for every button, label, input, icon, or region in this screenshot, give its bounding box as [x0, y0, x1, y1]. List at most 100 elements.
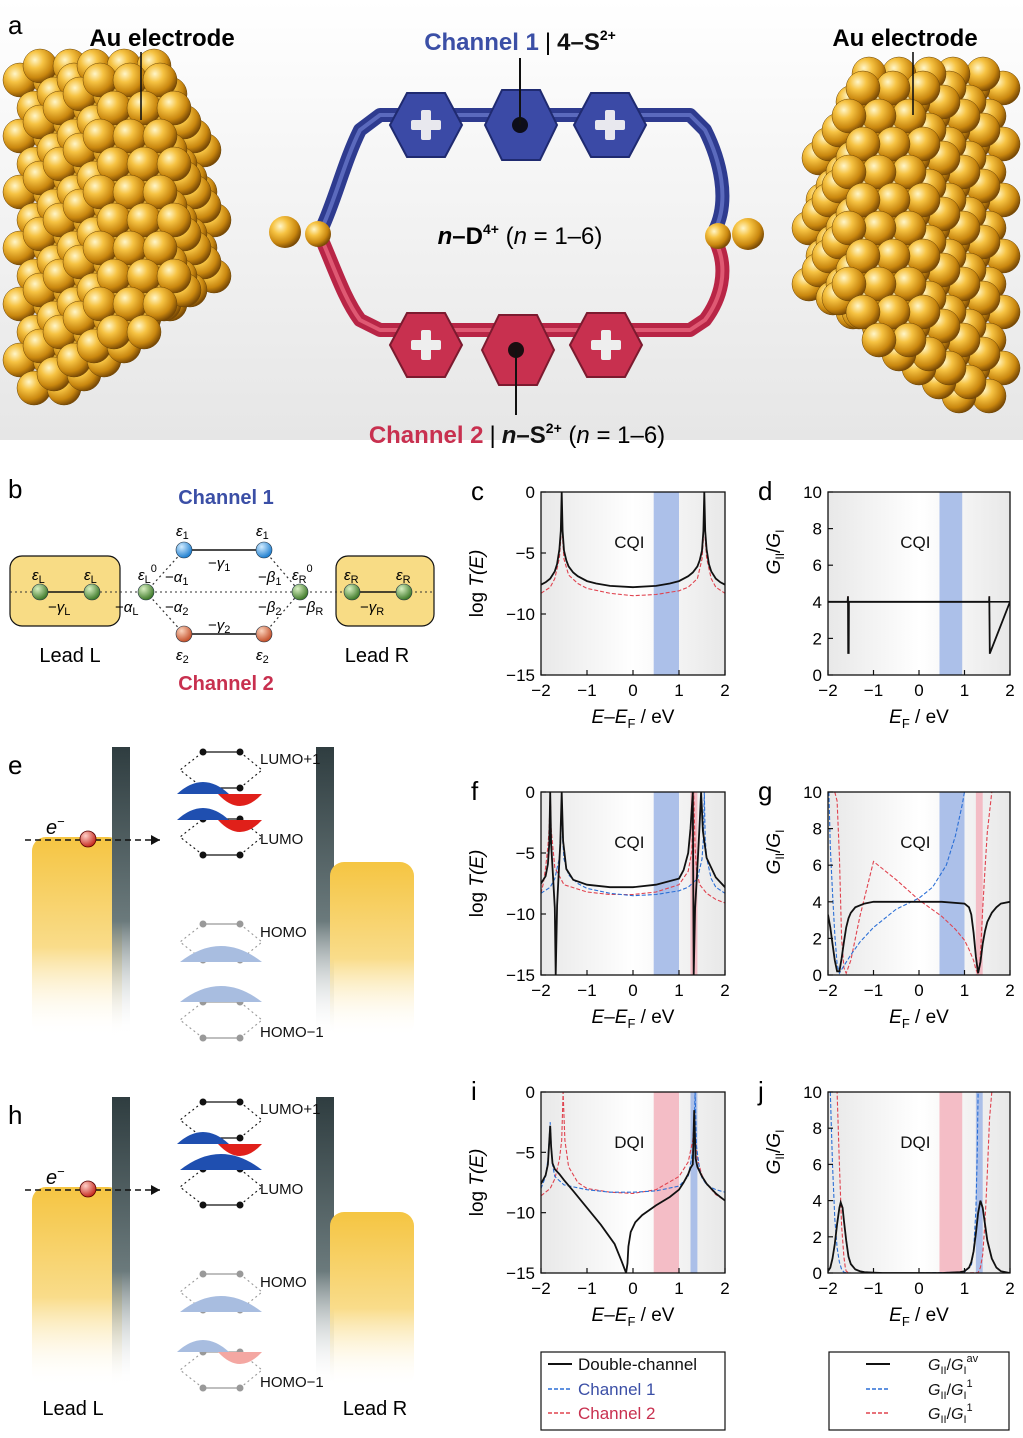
lead-r-label: Lead R	[345, 645, 410, 667]
legend-transmission: Double-channel Channel 1 Channel 2	[540, 1351, 726, 1431]
orbital-atom	[236, 1270, 244, 1278]
gold-atom	[861, 322, 897, 358]
x-tick-label: −2	[818, 681, 837, 700]
orbital-bond	[203, 1168, 240, 1206]
orbital-atom	[199, 851, 207, 859]
svg-text:−γL: −γL	[48, 599, 70, 618]
gold-atom	[831, 210, 867, 246]
red-energy-band	[939, 1092, 963, 1273]
gold-atom	[126, 314, 162, 350]
x-tick-label: 2	[1005, 681, 1014, 700]
gold-atom	[845, 238, 881, 274]
x-tick-label: 2	[1005, 981, 1014, 1000]
electron-label: e−	[46, 814, 65, 839]
panel-a: a Au electrode Au electrode Channel 1|4–…	[0, 0, 1023, 449]
gold-atom	[831, 266, 867, 302]
bond-beta1	[263, 549, 301, 593]
electron-icon	[79, 830, 97, 848]
orbital-atom	[236, 1201, 244, 1209]
gold-atom	[142, 118, 178, 154]
site-lead-l-1	[31, 583, 49, 601]
orbital-atom	[199, 1384, 207, 1392]
svg-text:−γR: −γR	[360, 599, 384, 618]
orbital-bond	[203, 1001, 240, 1039]
orbital-lobe	[180, 1154, 262, 1170]
y-axis-label: GII/GI	[764, 830, 787, 875]
y-axis-label: GII/GI	[764, 1130, 787, 1175]
x-axis-label: E–EF / eV	[592, 1007, 675, 1031]
injection-arrow-icon	[151, 835, 160, 845]
bond-beta2	[263, 591, 301, 635]
x-tick-label: 1	[674, 1279, 683, 1298]
channel-2-unit-left	[388, 312, 464, 378]
y-tick-label: 10	[803, 1083, 822, 1102]
orbital-lobe	[218, 794, 262, 806]
y-tick-label: 4	[813, 593, 822, 612]
x-tick-label: 1	[960, 1279, 969, 1298]
orbital-bond-dotted	[179, 1101, 263, 1139]
y-tick-label: 6	[813, 856, 822, 875]
svg-text:εR0: εR0	[292, 563, 313, 586]
x-axis-label: EF / eV	[889, 1007, 949, 1031]
x-axis-label: EF / eV	[889, 1305, 949, 1329]
svg-text:ε2: ε2	[256, 647, 269, 666]
channel-1-unit-left	[388, 92, 464, 158]
y-tick-label: −5	[516, 544, 535, 563]
y-tick-label: 0	[813, 1264, 822, 1283]
gold-atom	[831, 98, 867, 134]
gold-apex-atom	[269, 216, 301, 248]
svg-text:−β1: −β1	[258, 569, 281, 588]
lead-r-label: Lead R	[343, 1398, 408, 1420]
svg-text:−α1: −α1	[165, 569, 188, 588]
legend-label-ch2: Channel 2	[578, 1404, 656, 1423]
x-tick-label: −1	[577, 1279, 596, 1298]
x-tick-label: −1	[864, 981, 883, 1000]
left-tunnel-barrier	[112, 1097, 130, 1387]
gold-atom	[142, 174, 178, 210]
x-tick-label: 0	[628, 981, 637, 1000]
site-channel-2-b	[255, 625, 273, 643]
x-tick-label: −2	[818, 1279, 837, 1298]
channel-1-unit-center	[483, 58, 559, 161]
orbital-atom	[236, 784, 244, 792]
homo-label: HOMO	[260, 1274, 307, 1291]
y-tick-label: −10	[506, 905, 535, 924]
y-tick-label: 6	[813, 556, 822, 575]
gold-atom	[142, 286, 178, 322]
interference-annotation: CQI	[900, 833, 930, 852]
y-tick-label: 0	[526, 783, 535, 802]
tb-parameter-labels: εL εL −γL −αL εL0 ε1 ε1 −γ1 −α1 −α2 −β1 …	[32, 523, 411, 666]
gold-atom	[891, 322, 927, 358]
plot-background	[828, 492, 1010, 675]
y-tick-label: 8	[813, 520, 822, 539]
y-tick-label: −15	[506, 1264, 535, 1283]
lumo-label: LUMO	[260, 1181, 303, 1198]
series-line-1	[828, 792, 966, 975]
gold-atom	[96, 314, 132, 350]
x-tick-label: 1	[674, 981, 683, 1000]
orbital-atom	[199, 748, 207, 756]
orbital-atom	[199, 1270, 207, 1278]
site-channel-1-a	[175, 541, 193, 559]
y-tick-label: 0	[526, 483, 535, 502]
x-tick-label: 2	[720, 981, 729, 1000]
orbital-atom	[236, 1384, 244, 1392]
legend-label-g1-red: GII/GI1	[928, 1402, 973, 1426]
y-tick-label: 8	[813, 820, 822, 839]
gold-atom	[845, 126, 881, 162]
red-energy-band	[975, 792, 983, 975]
series-line-0	[541, 492, 725, 589]
y-tick-label: 10	[803, 783, 822, 802]
y-tick-label: −10	[506, 605, 535, 624]
y-tick-label: −15	[506, 966, 535, 985]
interference-annotation: DQI	[614, 1133, 644, 1152]
right-tunnel-barrier	[316, 747, 334, 1037]
gold-atom	[156, 90, 192, 126]
lead-l-label: Lead L	[42, 1398, 103, 1420]
legend-box-right	[828, 1351, 1010, 1431]
red-energy-band	[653, 1092, 679, 1273]
